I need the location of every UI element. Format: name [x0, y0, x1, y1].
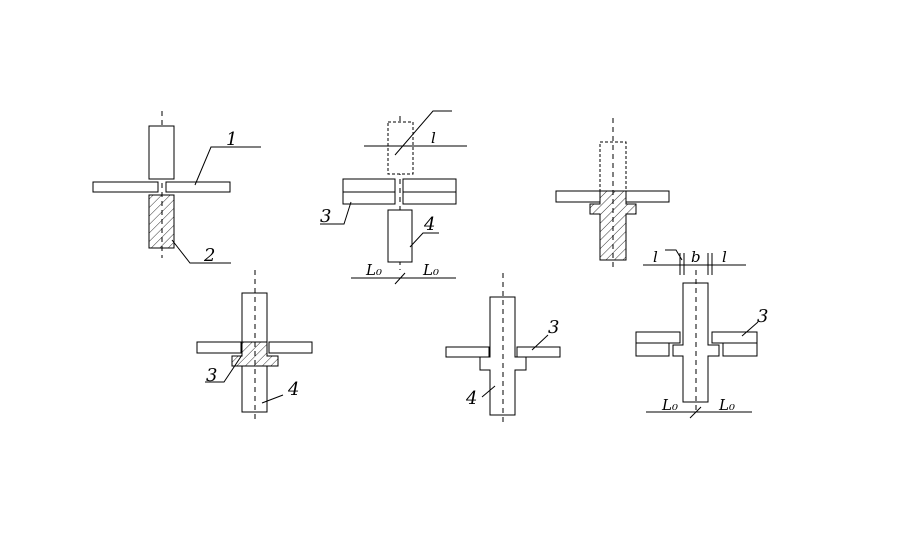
leader-1: [194, 146, 261, 186]
dimension-tick: [394, 272, 406, 285]
lower-column: [387, 209, 413, 263]
label-3: 3: [757, 306, 768, 327]
label-L0-right: L₀: [422, 261, 439, 279]
figure-d: 3 4: [196, 270, 313, 422]
label-4: 4: [287, 379, 299, 400]
beam-right-upper: [711, 331, 758, 344]
leader-3: [205, 354, 243, 383]
beam-left-upper: [635, 331, 681, 344]
beam-left: [92, 181, 159, 193]
figure-e: 3 4: [445, 273, 561, 425]
beam-right: [625, 190, 670, 203]
label-1: 1: [226, 129, 237, 150]
dimension-tick: [689, 406, 702, 419]
beam-right: [268, 341, 313, 354]
hatched-column-with-corbels: [589, 190, 637, 261]
label-3: 3: [320, 206, 331, 227]
figure-a: 1 2: [92, 111, 261, 266]
beam-left: [196, 341, 242, 354]
leader-2: [171, 239, 231, 264]
label-l-right: l: [722, 248, 727, 266]
figure-f: l b l 3 L₀ L₀: [635, 248, 768, 419]
beam-right-lower: [402, 191, 457, 205]
leader-4: [261, 394, 284, 404]
label-2: 2: [203, 245, 215, 266]
figure-c: [555, 118, 670, 270]
leader-top: [394, 110, 452, 156]
leader-3: [320, 201, 352, 225]
leader-4: [481, 385, 496, 398]
label-L0-right: L₀: [718, 396, 735, 414]
leader-l: [665, 249, 683, 261]
leader-3: [741, 321, 759, 337]
lower-column-hatched: [148, 194, 175, 249]
beam-left-upper: [342, 178, 396, 193]
leader-4: [409, 232, 439, 248]
label-4: 4: [465, 388, 477, 409]
label-l: l: [431, 129, 436, 147]
beam-left-lower: [635, 342, 670, 357]
upper-column: [148, 125, 175, 180]
label-b: b: [691, 248, 701, 266]
beam-right-lower: [722, 342, 758, 357]
label-4: 4: [423, 214, 435, 235]
beam-right-upper: [402, 178, 457, 193]
label-3: 3: [206, 365, 217, 386]
label-l-left: l: [653, 248, 658, 266]
beam-left-lower: [342, 191, 396, 205]
label-3: 3: [548, 317, 559, 338]
figure-b: l 3 4 L₀ L₀: [320, 110, 467, 285]
beam-right: [165, 181, 231, 193]
beam-left: [555, 190, 601, 203]
label-L0-left: L₀: [365, 261, 382, 279]
label-L0-left: L₀: [661, 396, 678, 414]
beam-right: [516, 346, 561, 358]
beam-left: [445, 346, 490, 358]
leader-3: [531, 334, 549, 351]
